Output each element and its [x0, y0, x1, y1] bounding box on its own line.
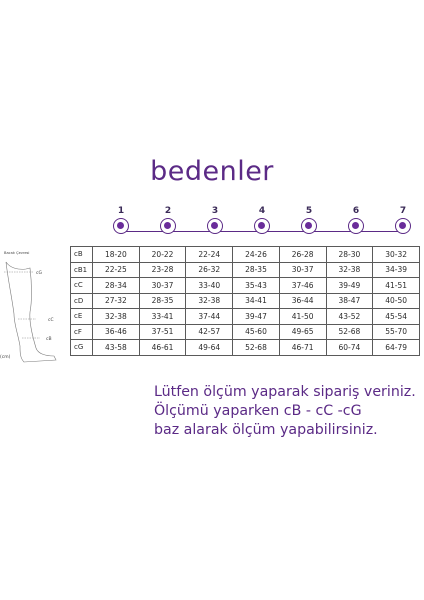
table-cell: 28-35	[232, 261, 280, 278]
size-radio-icon	[160, 218, 176, 234]
table-cell: 28-30	[325, 246, 374, 263]
table-cell: 49-65	[278, 323, 327, 340]
table-cell: 30-37	[138, 277, 187, 294]
size-number: 7	[399, 206, 407, 216]
row-label: cB	[70, 246, 93, 263]
size-chart-table: cB 18-20 20-22 22-24 24-26 26-28 28-30 3…	[70, 246, 420, 356]
table-cell: 32-38	[185, 292, 234, 309]
table-cell: 37-51	[138, 323, 187, 340]
leg-outline	[5, 261, 57, 363]
table-cell: 22-25	[92, 261, 140, 278]
size-option[interactable]: 4	[249, 205, 275, 234]
table-cell: 34-39	[372, 261, 420, 278]
size-option[interactable]: 5	[296, 205, 322, 234]
table-cell: 23-28	[138, 261, 187, 278]
table-cell: 41-51	[372, 277, 420, 294]
size-number: 1	[117, 206, 125, 216]
size-number: 4	[258, 206, 266, 216]
cc-marker-label: cC	[48, 317, 54, 323]
table-row: cG 43-58 46-61 49-64 52-68 46-71 60-74 6…	[70, 339, 420, 356]
size-radio-icon	[395, 218, 411, 234]
leg-label: Bacak Çevresi	[4, 251, 29, 255]
table-cell: 32-38	[325, 261, 374, 278]
table-cell: 35-43	[232, 277, 280, 294]
table-cell: 28-34	[92, 277, 140, 294]
size-radio-icon	[254, 218, 270, 234]
table-cell: 45-54	[372, 308, 420, 325]
table-row: cE 32-38 33-41 37-44 39-47 41-50 43-52 4…	[70, 308, 420, 325]
size-number: 5	[305, 206, 313, 216]
size-radio-icon	[348, 218, 364, 234]
table-cell: 30-32	[372, 246, 420, 263]
table-cell: 52-68	[325, 323, 374, 340]
table-cell: 64-79	[372, 339, 420, 356]
size-option[interactable]: 3	[202, 205, 228, 234]
size-number: 2	[164, 206, 172, 216]
table-cell: 33-40	[185, 277, 234, 294]
table-row: cC 28-34 30-37 33-40 35-43 37-46 39-49 4…	[70, 277, 420, 294]
table-row: cB1 22-25 23-28 26-32 28-35 30-37 32-38 …	[70, 261, 420, 278]
table-cell: 18-20	[92, 246, 140, 263]
size-option[interactable]: 6	[343, 205, 369, 234]
size-radio-icon	[113, 218, 129, 234]
table-cell: 49-64	[185, 339, 234, 356]
note-line: Ölçümü yaparken cB - cC -cG	[154, 403, 362, 419]
size-radio-icon	[207, 218, 223, 234]
unit-label: (cm)	[0, 354, 11, 360]
table-cell: 33-41	[138, 308, 187, 325]
size-option[interactable]: 7	[390, 205, 416, 234]
note-line: baz alarak ölçüm yapabilirsiniz.	[154, 422, 378, 438]
table-cell: 22-24	[185, 246, 234, 263]
size-radio-icon	[301, 218, 317, 234]
table-cell: 46-71	[278, 339, 327, 356]
table-cell: 52-68	[232, 339, 280, 356]
table-cell: 37-46	[278, 277, 327, 294]
table-cell: 26-32	[185, 261, 234, 278]
table-cell: 24-26	[232, 246, 280, 263]
table-cell: 55-70	[372, 323, 420, 340]
row-label: cC	[70, 277, 93, 294]
table-cell: 36-46	[92, 323, 140, 340]
table-row: cB 18-20 20-22 22-24 24-26 26-28 28-30 3…	[70, 246, 420, 263]
table-cell: 26-28	[278, 246, 327, 263]
table-cell: 40-50	[372, 292, 420, 309]
row-label: cE	[70, 308, 93, 325]
table-cell: 45-60	[232, 323, 280, 340]
table-cell: 39-49	[325, 277, 374, 294]
size-number: 3	[211, 206, 219, 216]
table-cell: 32-38	[92, 308, 140, 325]
size-option[interactable]: 1	[108, 205, 134, 234]
cb-marker-label: cB	[46, 336, 52, 342]
row-label: cD	[70, 292, 93, 309]
table-cell: 46-61	[138, 339, 187, 356]
row-label: cF	[70, 323, 93, 340]
table-cell: 28-35	[138, 292, 187, 309]
table-cell: 60-74	[325, 339, 374, 356]
ordering-note: Lütfen ölçüm yaparak sipariş veriniz. Öl…	[154, 383, 424, 440]
table-cell: 43-58	[92, 339, 140, 356]
size-number: 6	[352, 206, 360, 216]
table-cell: 38-47	[325, 292, 374, 309]
table-cell: 39-47	[232, 308, 280, 325]
table-row: cF 36-46 37-51 42-57 45-60 49-65 52-68 5…	[70, 323, 420, 340]
table-cell: 34-41	[232, 292, 280, 309]
table-cell: 20-22	[138, 246, 187, 263]
page-title: bedenler	[150, 156, 274, 187]
size-selector: 1 2 3 4 5 6 7	[0, 205, 424, 245]
table-cell: 43-52	[325, 308, 374, 325]
table-cell: 36-44	[278, 292, 327, 309]
cg-marker-label: cG	[36, 270, 42, 276]
row-label: cG	[70, 339, 93, 356]
size-option[interactable]: 2	[155, 205, 181, 234]
table-row: cD 27-32 28-35 32-38 34-41 36-44 38-47 4…	[70, 292, 420, 309]
row-label: cB1	[70, 261, 93, 278]
table-cell: 30-37	[278, 261, 327, 278]
leg-measurement-diagram: Bacak Çevresi cG cC cB (cm)	[0, 251, 57, 363]
table-cell: 42-57	[185, 323, 234, 340]
table-cell: 41-50	[278, 308, 327, 325]
table-cell: 27-32	[92, 292, 140, 309]
table-cell: 37-44	[185, 308, 234, 325]
note-line: Lütfen ölçüm yaparak sipariş veriniz.	[154, 384, 416, 400]
